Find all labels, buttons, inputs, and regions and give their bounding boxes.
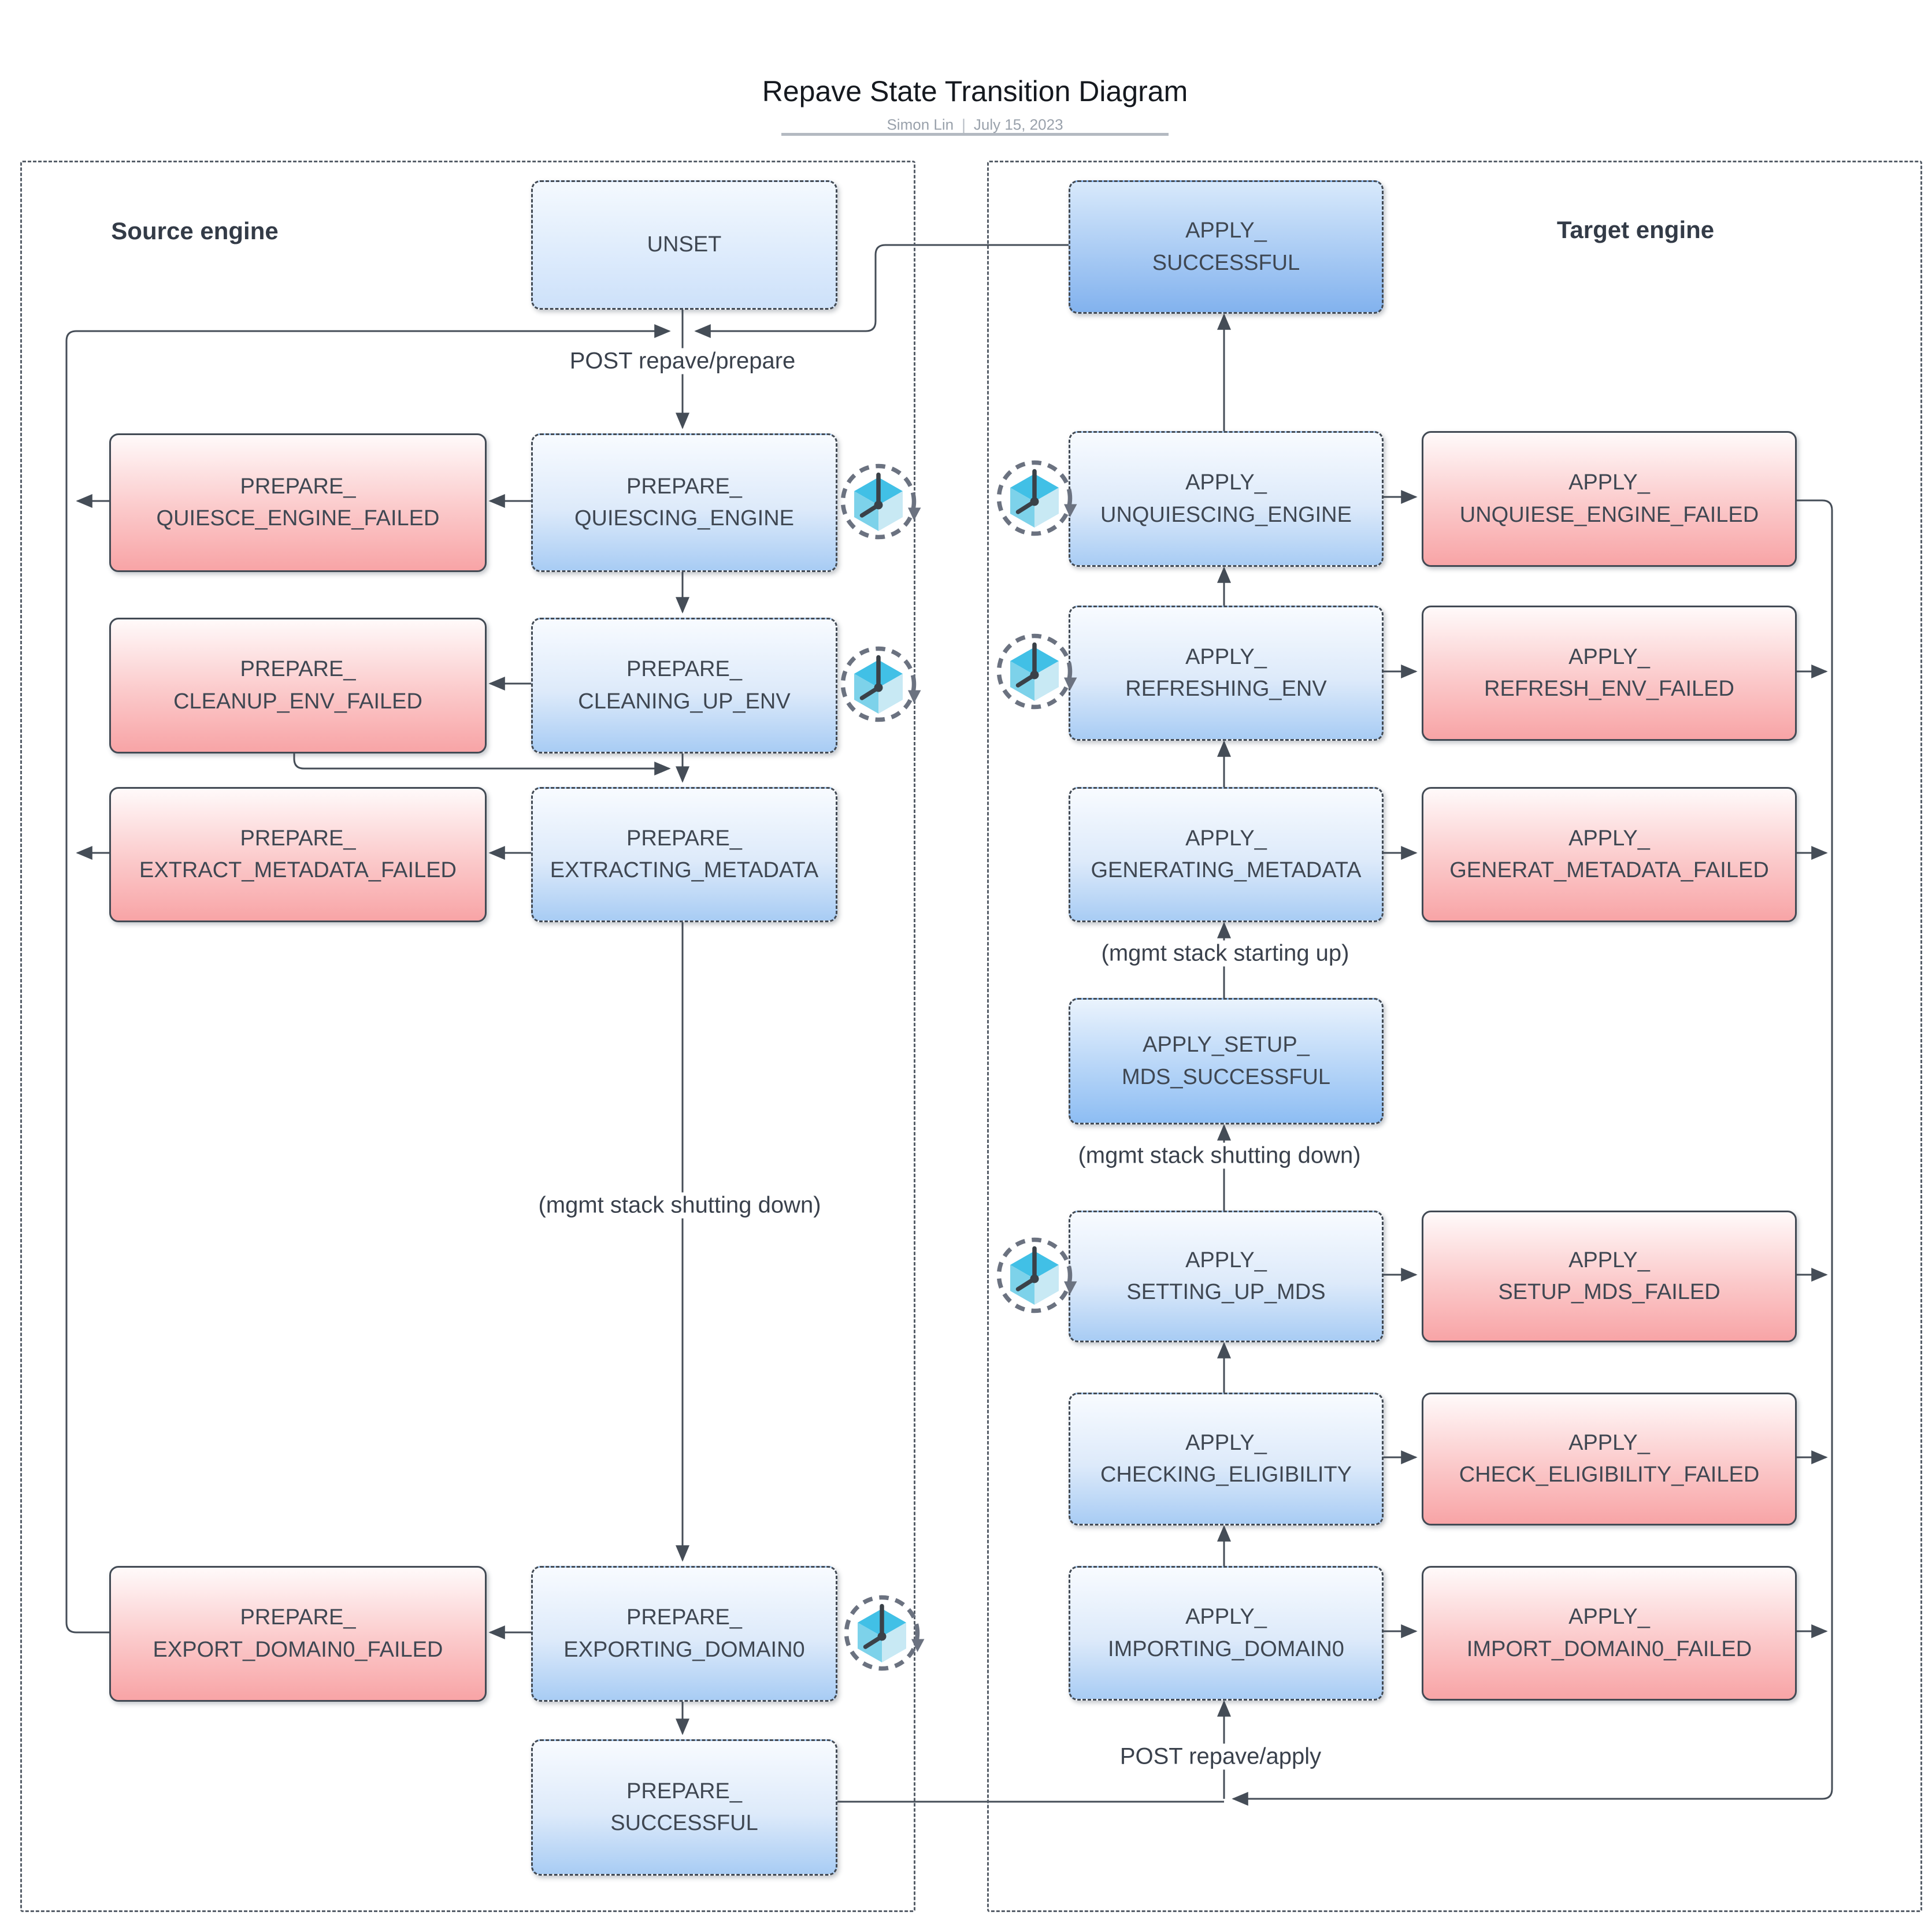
retry-clock-icon [835,641,922,727]
source-engine-header: Source engine [111,217,279,244]
state-apply-successful: APPLY_ SUCCESSFUL [1069,180,1384,314]
edge-right-failure-loop [1232,499,1833,1806]
state-apply-unquiescing-engine: APPLY_ UNQUIESCING_ENGINE [1069,431,1384,567]
state-prepare-quiescing-engine: PREPARE_ QUIESCING_ENGINE [531,433,837,572]
state-label: PREPARE_ EXTRACTING_METADATA [550,826,819,882]
retry-clock-icon [835,458,922,545]
state-apply-setup-mds-failed: APPLY_ SETUP_MDS_FAILED [1422,1211,1797,1342]
state-prepare-successful: PREPARE_ SUCCESSFUL [531,1739,837,1876]
retry-clock-icon [991,455,1078,541]
state-apply-importing-domain0: APPLY_ IMPORTING_DOMAIN0 [1069,1566,1384,1701]
state-apply-unquiese-engine-failed: APPLY_ UNQUIESE_ENGINE_FAILED [1422,431,1797,567]
retry-clock-icon [991,628,1078,715]
state-label: APPLY_ IMPORT_DOMAIN0_FAILED [1466,1605,1752,1661]
state-label: PREPARE_ CLEANING_UP_ENV [578,657,791,714]
state-prepare-cleanup-env-failed: PREPARE_ CLEANUP_ENV_FAILED [109,618,487,754]
state-label: PREPARE_ EXPORTING_DOMAIN0 [563,1605,805,1662]
state-label: APPLY_ CHECKING_ELIGIBILITY [1100,1430,1352,1487]
state-label: APPLY_SETUP_ MDS_SUCCESSFUL [1121,1033,1331,1089]
state-apply-setting-up-mds: APPLY_ SETTING_UP_MDS [1069,1211,1384,1342]
state-unset: UNSET [531,180,837,310]
state-label: APPLY_ SETTING_UP_MDS [1126,1248,1326,1304]
edge-cleanup-failed-loop [293,750,671,775]
state-label: APPLY_ IMPORTING_DOMAIN0 [1108,1605,1344,1661]
state-label: APPLY_ UNQUIESE_ENGINE_FAILED [1459,470,1759,527]
state-prepare-quiesce-engine-failed: PREPARE_ QUIESCE_ENGINE_FAILED [109,433,487,572]
date: July 15, 2023 [973,116,1063,133]
state-label: UNSET [647,232,722,257]
author: Simon Lin [887,116,954,133]
state-prepare-exporting-domain0: PREPARE_ EXPORTING_DOMAIN0 [531,1566,837,1702]
retry-clock-icon [991,1232,1078,1319]
state-label: PREPARE_ EXTRACT_METADATA_FAILED [139,826,457,882]
state-prepare-extracting-metadata: PREPARE_ EXTRACTING_METADATA [531,787,837,922]
state-label: APPLY_ GENERATING_METADATA [1091,826,1362,882]
page-title: Repave State Transition Diagram [762,75,1188,107]
state-label: APPLY_ SUCCESSFUL [1152,218,1300,275]
subtitle-separator: | [962,116,966,133]
state-prepare-cleaning-up-env: PREPARE_ CLEANING_UP_ENV [531,618,837,754]
state-label: PREPARE_ QUIESCING_ENGINE [574,474,795,530]
state-apply-refreshing-env: APPLY_ REFRESHING_ENV [1069,606,1384,741]
label-post-repave-prepare: POST repave/prepare [563,348,802,374]
label-post-repave-apply: POST repave/apply [1114,1743,1327,1770]
state-apply-import-domain0-failed: APPLY_ IMPORT_DOMAIN0_FAILED [1422,1566,1797,1701]
page-subtitle: Simon Lin | July 15, 2023 [887,116,1063,134]
state-label: APPLY_ UNQUIESCING_ENGINE [1100,470,1352,527]
edge-apply-success-to-junction [694,244,1069,338]
state-apply-checking-eligibility: APPLY_ CHECKING_ELIGIBILITY [1069,1393,1384,1525]
state-apply-generating-metadata: APPLY_ GENERATING_METADATA [1069,787,1384,922]
source-engine-panel [20,161,915,1912]
state-prepare-export-domain0-failed: PREPARE_ EXPORT_DOMAIN0_FAILED [109,1566,487,1702]
target-engine-header: Target engine [1556,216,1715,243]
state-apply-setup-mds-successful: APPLY_SETUP_ MDS_SUCCESSFUL [1069,998,1384,1124]
label-mgmt-stack-shutting-down-target: (mgmt stack shutting down) [1072,1142,1367,1169]
state-label: APPLY_ CHECK_ELIGIBILITY_FAILED [1459,1430,1760,1487]
state-apply-refresh-env-failed: APPLY_ REFRESH_ENV_FAILED [1422,606,1797,741]
state-label: APPLY_ SETUP_MDS_FAILED [1498,1248,1720,1304]
state-label: APPLY_ REFRESHING_ENV [1125,644,1327,701]
state-label: PREPARE_ CLEANUP_ENV_FAILED [173,657,422,714]
state-label: PREPARE_ SUCCESSFUL [610,1779,758,1835]
state-label: APPLY_ REFRESH_ENV_FAILED [1484,644,1734,701]
edge-left-failure-loop [65,324,671,1634]
state-apply-check-eligibility-failed: APPLY_ CHECK_ELIGIBILITY_FAILED [1422,1393,1797,1525]
title-underline [781,133,1169,136]
state-label: PREPARE_ QUIESCE_ENGINE_FAILED [156,474,440,530]
label-mgmt-stack-shutting-down-source: (mgmt stack shutting down) [532,1192,827,1219]
state-label: PREPARE_ EXPORT_DOMAIN0_FAILED [153,1605,443,1662]
state-prepare-extract-metadata-failed: PREPARE_ EXTRACT_METADATA_FAILED [109,787,487,922]
retry-clock-icon [839,1590,925,1676]
target-engine-panel [987,161,1922,1912]
label-mgmt-stack-starting-up: (mgmt stack starting up) [1095,940,1355,967]
state-apply-generat-metadata-failed: APPLY_ GENERAT_METADATA_FAILED [1422,787,1797,922]
state-label: APPLY_ GENERAT_METADATA_FAILED [1449,826,1769,882]
